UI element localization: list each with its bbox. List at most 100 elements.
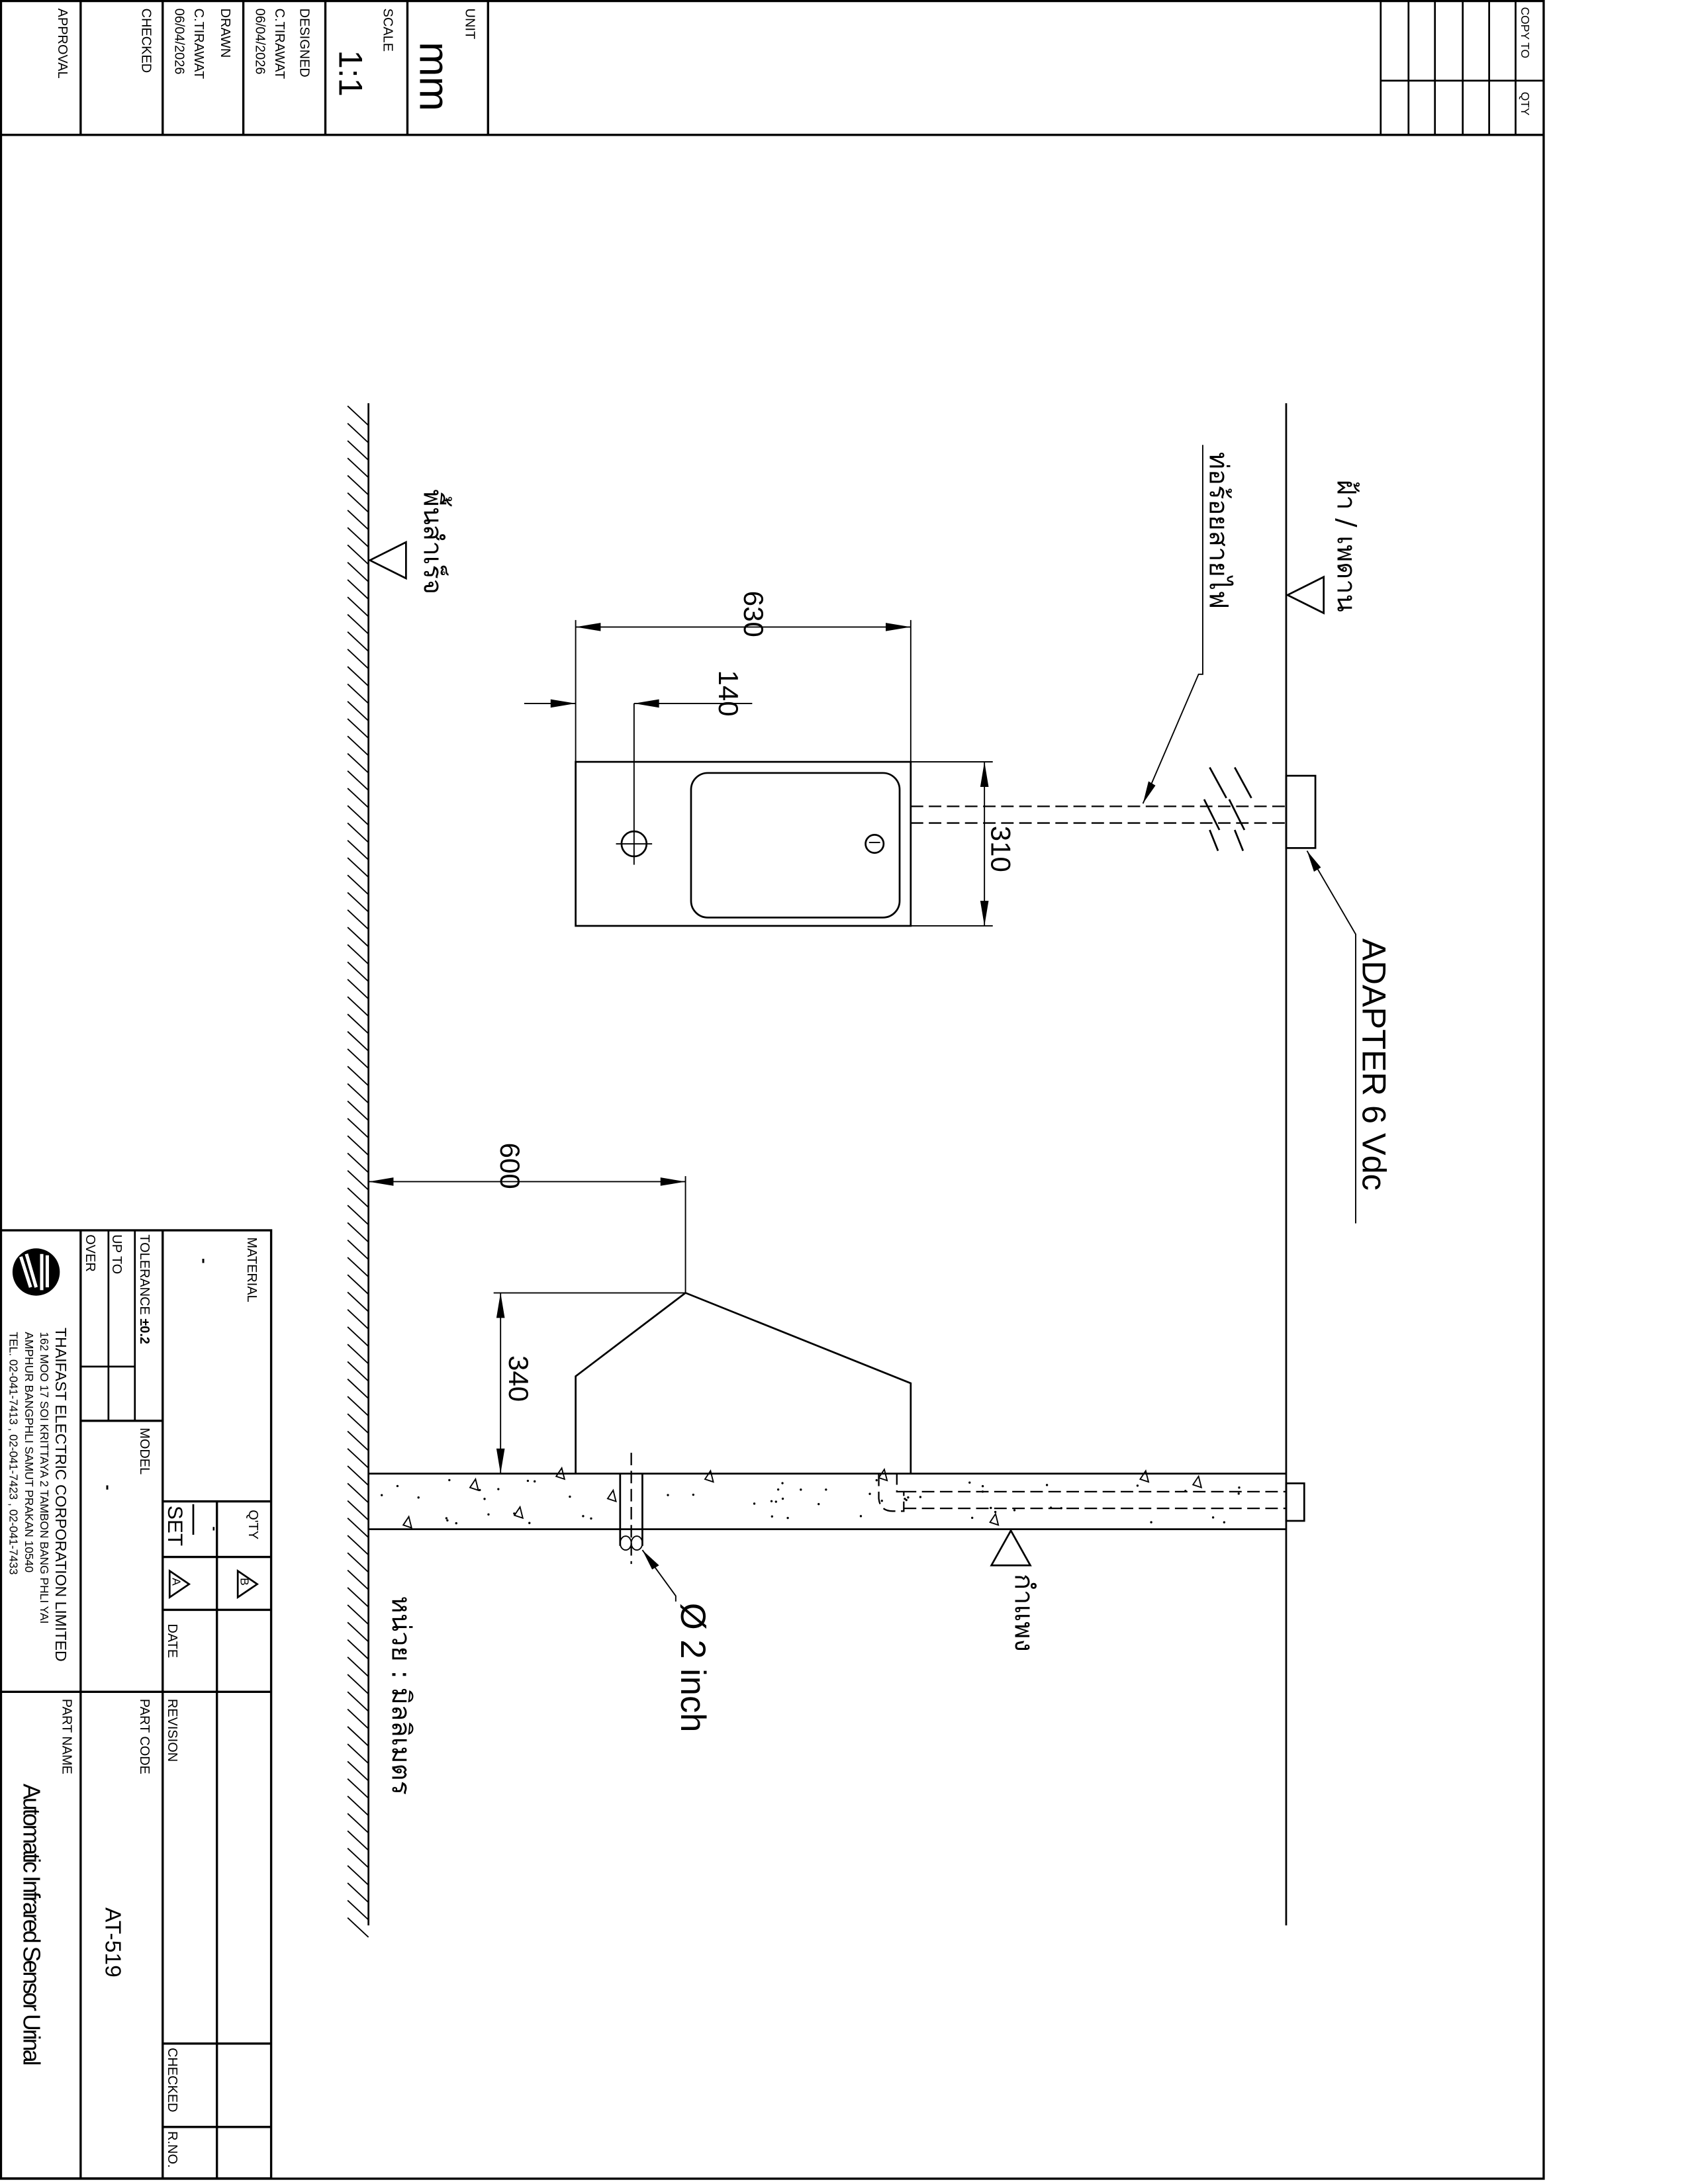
concrete-aggregate bbox=[1192, 1475, 1203, 1489]
hatch-line bbox=[347, 1379, 369, 1399]
concrete-speck bbox=[1223, 1521, 1226, 1524]
model-label: MODEL bbox=[137, 1428, 152, 1475]
hatch-line bbox=[347, 874, 369, 895]
concrete-speck bbox=[534, 1480, 536, 1483]
dimension-width: 630 bbox=[738, 591, 769, 637]
concrete-speck bbox=[919, 1496, 922, 1498]
concrete-speck bbox=[1045, 1484, 1049, 1486]
hatch-line bbox=[347, 770, 369, 791]
copy-to-label: COPY TO bbox=[1519, 7, 1532, 58]
hatch-line bbox=[347, 457, 369, 478]
concrete-aggregate bbox=[704, 1469, 714, 1483]
date-label: DATE bbox=[165, 1623, 179, 1658]
concrete-speck bbox=[448, 1479, 451, 1482]
floor: พื้นสำเร็จ bbox=[347, 403, 453, 1938]
concrete-speck bbox=[446, 1519, 449, 1522]
basin-outline bbox=[690, 772, 901, 919]
concrete-speck bbox=[753, 1502, 756, 1505]
concrete-aggregate bbox=[1139, 1469, 1150, 1483]
hatch-line bbox=[347, 752, 369, 774]
floor-level-triangle-icon bbox=[367, 541, 407, 580]
concrete-speck bbox=[905, 1498, 908, 1502]
unit-label: UNIT bbox=[463, 9, 477, 40]
revision-b: B bbox=[238, 1578, 251, 1586]
concrete-speck bbox=[781, 1497, 784, 1500]
hatch-line bbox=[347, 649, 369, 670]
concrete-speck bbox=[981, 1484, 984, 1488]
hatch-line bbox=[347, 1674, 369, 1695]
concrete-speck bbox=[479, 1488, 481, 1492]
concrete-aggregate bbox=[555, 1466, 566, 1480]
hatch-line bbox=[347, 1518, 369, 1538]
hatch-line bbox=[347, 1882, 369, 1903]
concrete-speck bbox=[455, 1522, 457, 1525]
qty-unit: SET bbox=[164, 1506, 187, 1546]
hatch-line bbox=[347, 422, 369, 443]
hatch-line bbox=[347, 1257, 369, 1278]
hatch-line bbox=[347, 805, 369, 826]
part-name-label: PART NAME bbox=[60, 1699, 74, 1774]
hatch-line bbox=[347, 405, 369, 426]
dimension-depth: 310 bbox=[986, 826, 1017, 872]
concrete-speck bbox=[582, 1515, 585, 1518]
up-to-label: UP TO bbox=[109, 1234, 124, 1274]
hatch-line bbox=[347, 1118, 369, 1139]
concrete-speck bbox=[774, 1500, 777, 1503]
hatch-line bbox=[347, 562, 369, 582]
hatch-line bbox=[347, 927, 369, 948]
concrete-speck bbox=[875, 1479, 878, 1482]
hatch-line bbox=[347, 822, 369, 843]
floor-label: พื้นสำเร็จ bbox=[418, 489, 453, 594]
hatch-line bbox=[347, 1847, 369, 1868]
adapter-box bbox=[1285, 774, 1317, 849]
hatch-line bbox=[347, 1726, 369, 1747]
hatch-line bbox=[347, 1604, 369, 1625]
concrete-speck bbox=[904, 1497, 906, 1500]
concrete-speck bbox=[497, 1488, 500, 1490]
pipe-label: Ø 2 inch bbox=[673, 1603, 712, 1733]
concrete-speck bbox=[907, 1496, 910, 1499]
hatch-line bbox=[347, 1343, 369, 1365]
hatch-line bbox=[347, 1639, 369, 1660]
drain-pipe bbox=[619, 1453, 643, 1565]
concrete-aggregate bbox=[989, 1512, 1000, 1526]
hatch-line bbox=[347, 891, 369, 913]
title-block: MATERIAL - TOLERANCE ±0.2 UP TO OVER MOD… bbox=[0, 1229, 273, 2180]
tolerance-label: TOLERANCE ±0.2 bbox=[137, 1234, 152, 1344]
concrete-aggregate bbox=[513, 1505, 524, 1520]
hatch-line bbox=[347, 1917, 369, 1938]
drawn-label: DRAWN bbox=[218, 9, 232, 58]
hatch-line bbox=[347, 1813, 369, 1834]
hatch-line bbox=[347, 1187, 369, 1208]
concrete-speck bbox=[771, 1515, 773, 1518]
concrete-speck bbox=[590, 1517, 592, 1520]
concrete-speck bbox=[994, 1510, 997, 1514]
hatch-line bbox=[347, 701, 369, 721]
concrete-speck bbox=[483, 1498, 486, 1500]
drawn-by: C.TIRAWAT bbox=[191, 9, 206, 79]
concrete-speck bbox=[396, 1484, 399, 1488]
unit-value: mm bbox=[410, 42, 457, 111]
hatch-line bbox=[347, 735, 369, 756]
concrete-speck bbox=[990, 1506, 992, 1510]
concrete-speck bbox=[1013, 1509, 1016, 1512]
hatch-line bbox=[347, 1448, 369, 1469]
concrete-speck bbox=[569, 1495, 571, 1498]
hatch-line bbox=[347, 1030, 369, 1052]
urinal-top-view: 630 140 310 ท่อร้อยสายไฟ ADAPTER 6 Vdc bbox=[524, 445, 1393, 1224]
hatch-line bbox=[347, 1222, 369, 1243]
concrete-aggregate bbox=[402, 1515, 413, 1529]
dimension-height-from-floor: 600 bbox=[494, 1143, 526, 1189]
wall-level-triangle-icon bbox=[990, 1528, 1032, 1567]
designed-by: C.TIRAWAT bbox=[272, 9, 287, 79]
hatch-line bbox=[347, 1899, 369, 1921]
hatch-line bbox=[347, 1048, 369, 1069]
company-phone: TEL. 02-041-7413 , 02-041-7423 , 02-041-… bbox=[7, 1332, 21, 1574]
company-address-2: AMPHUR BANGPHLI SAMUT PRAKAN 10540 bbox=[23, 1332, 36, 1572]
part-code-label: PART CODE bbox=[137, 1699, 152, 1774]
revision-label: REVISION bbox=[165, 1699, 179, 1762]
concrete-aggregate bbox=[469, 1477, 479, 1492]
hatch-line bbox=[347, 1361, 369, 1382]
revision-b-triangle-icon bbox=[236, 1569, 259, 1600]
concrete-speck bbox=[381, 1494, 383, 1496]
